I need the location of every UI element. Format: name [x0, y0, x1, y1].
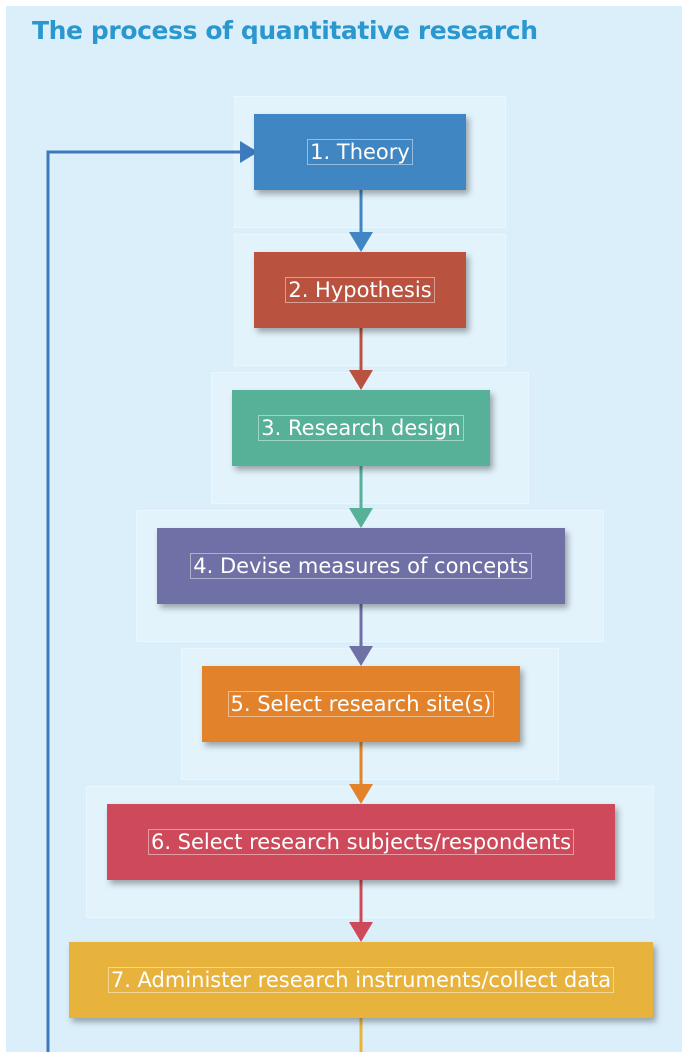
step-2-label: 2. Hypothesis [285, 277, 435, 303]
step-7-box: 7. Administer research instruments/colle… [69, 942, 653, 1018]
step-4-label: 4. Devise measures of concepts [190, 553, 532, 579]
arrowhead-1-2 [349, 232, 373, 252]
step-4-box: 4. Devise measures of concepts [157, 528, 565, 604]
arrowhead-5-6 [349, 784, 373, 804]
step-1-box: 1. Theory [254, 114, 466, 190]
arrowhead-3-4 [349, 508, 373, 528]
diagram-title: The process of quantitative research [32, 16, 538, 45]
step-7-label: 7. Administer research instruments/colle… [107, 967, 615, 993]
feedback-loop-arrowhead [240, 141, 258, 163]
step-2-box: 2. Hypothesis [254, 252, 466, 328]
step-5-box: 5. Select research site(s) [202, 666, 520, 742]
arrowhead-6-7 [349, 922, 373, 942]
feedback-loop-line [46, 150, 241, 1052]
step-3-box: 3. Research design [232, 390, 490, 466]
arrowhead-4-5 [349, 646, 373, 666]
step-6-box: 6. Select research subjects/respondents [107, 804, 615, 880]
step-5-label: 5. Select research site(s) [227, 691, 495, 717]
step-1-label: 1. Theory [307, 139, 413, 165]
step-3-label: 3. Research design [258, 415, 464, 441]
diagram-panel: The process of quantitative research 1. … [6, 6, 682, 1052]
step-6-label: 6. Select research subjects/respondents [147, 829, 575, 855]
arrowhead-2-3 [349, 370, 373, 390]
connectors [46, 141, 373, 1052]
